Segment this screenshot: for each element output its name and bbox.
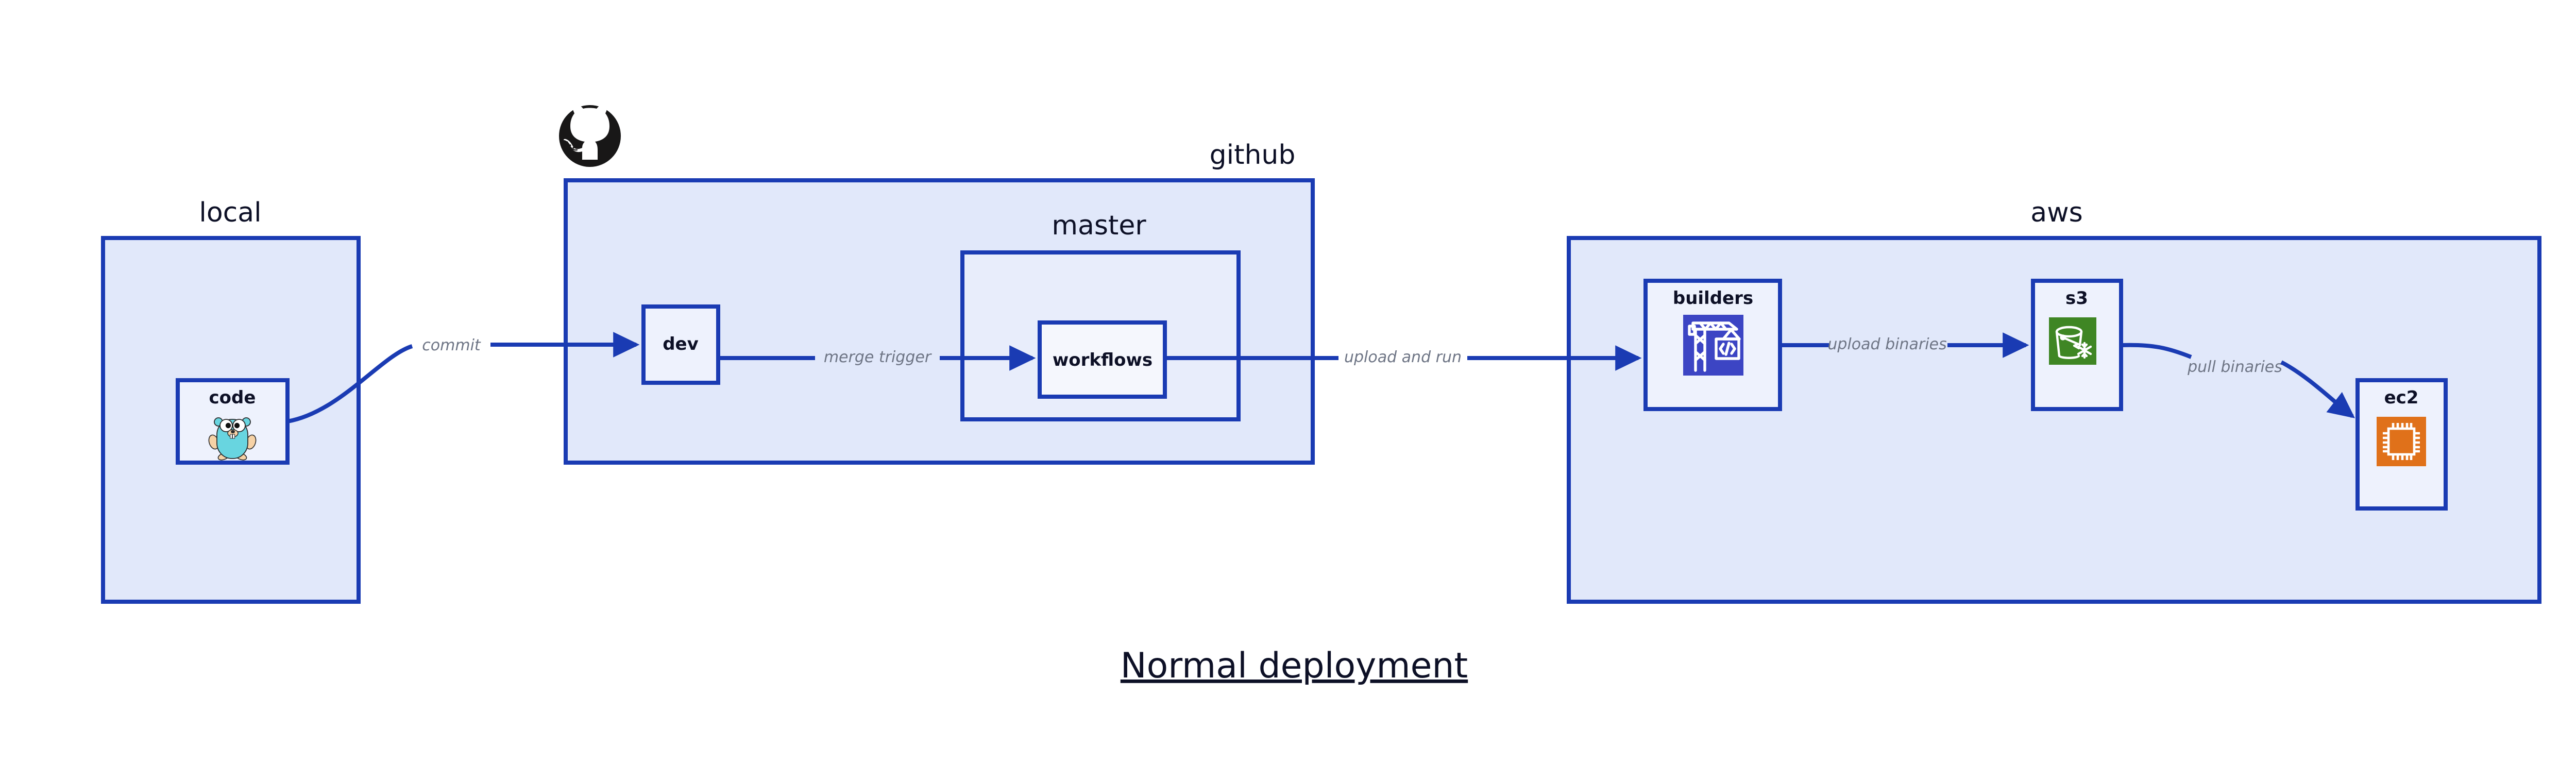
edge-commit: commit — [287, 332, 640, 423]
node-workflows-label: workflows — [1053, 350, 1153, 370]
node-builders-label: builders — [1673, 288, 1753, 309]
node-builders[interactable]: builders — [1643, 279, 1782, 411]
edge-upload-binaries: upload binaries — [1780, 332, 2029, 358]
go-gopher-icon — [208, 417, 257, 461]
edge-pull-binaries-arrow — [2280, 360, 2355, 418]
github-octocat-icon — [559, 103, 621, 167]
node-ec2-label: ec2 — [2384, 387, 2419, 408]
node-ec2[interactable]: ec2 — [2355, 378, 2448, 511]
group-local-label: local — [199, 197, 261, 228]
node-dev-label: dev — [663, 334, 699, 354]
node-s3-label: s3 — [2065, 288, 2088, 309]
node-code-label: code — [209, 387, 256, 408]
node-workflows-box[interactable] — [1038, 320, 1167, 399]
aws-codebuild-crane-icon — [1683, 315, 1743, 376]
edge-pull-binaries: pull binaries — [2121, 343, 2355, 418]
node-code[interactable]: code — [176, 378, 290, 465]
edge-merge-trigger: merge trigger — [718, 345, 1036, 371]
subgroup-master-label: master — [1052, 210, 1146, 241]
aws-s3-bucket-icon — [2049, 317, 2096, 365]
node-dev-box[interactable] — [641, 304, 720, 385]
edge-upload-and-run-label: upload and run — [1344, 348, 1462, 366]
edge-commit-curve — [287, 344, 413, 423]
group-github-label: github — [1210, 140, 1296, 171]
node-s3[interactable]: s3 — [2031, 279, 2123, 411]
edge-pull-binaries-curve-a — [2121, 343, 2192, 359]
aws-ec2-chip-icon — [2377, 417, 2426, 466]
edge-commit-label: commit — [422, 336, 481, 354]
page-title: Normal deployment — [1121, 646, 1468, 686]
edge-upload-and-run: upload and run — [1165, 345, 1642, 371]
group-aws-label: aws — [2030, 197, 2083, 228]
edge-upload-binaries-label: upload binaries — [1827, 335, 1946, 353]
node-dev[interactable]: dev — [641, 304, 720, 385]
edge-pull-binaries-label: pull binaries — [2187, 358, 2282, 376]
edge-merge-trigger-label: merge trigger — [824, 348, 932, 366]
node-workflows[interactable]: workflows — [1038, 320, 1167, 399]
